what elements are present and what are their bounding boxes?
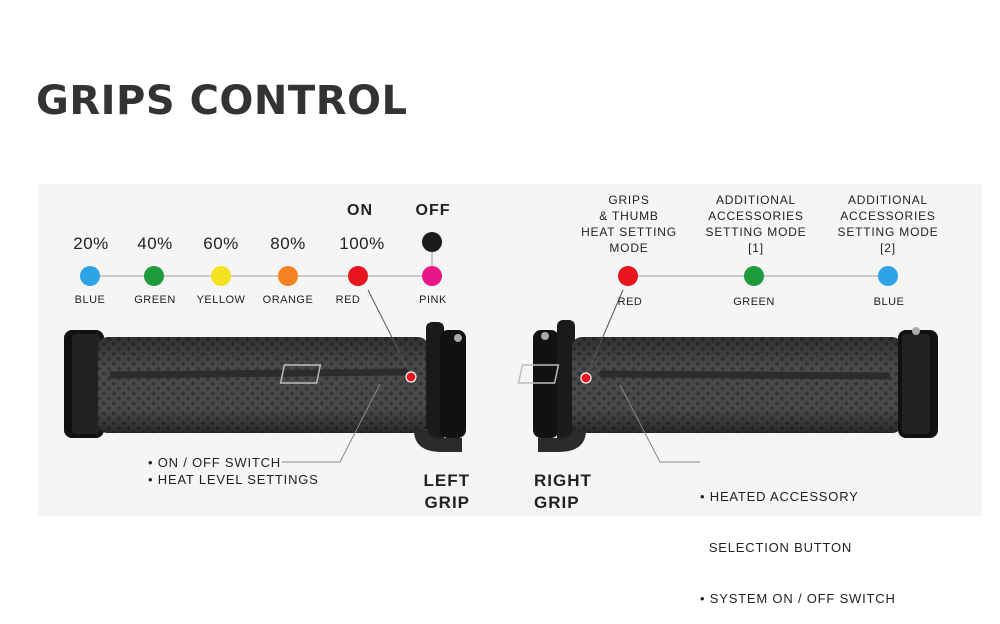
- right-note-leader: [619, 384, 700, 463]
- mode-color-name: RED: [617, 296, 643, 308]
- off-label: OFF: [415, 202, 451, 219]
- level-dot-orange: [278, 266, 298, 286]
- mode-label-line: GRIPS: [608, 193, 650, 207]
- mode-label-line: ACCESSORIES: [708, 209, 804, 223]
- left-grip-title: LEFT GRIP: [408, 470, 470, 514]
- level-percent: 40%: [137, 234, 173, 253]
- level-percent: 60%: [203, 234, 239, 253]
- mode-label-line: HEAT SETTING: [581, 225, 677, 239]
- page-title: GRIPS CONTROL: [36, 78, 408, 124]
- level-color-name: BLUE: [74, 294, 106, 306]
- level-dot-red: [348, 266, 368, 286]
- level-color-name: GREEN: [134, 294, 176, 306]
- level-color-name: ORANGE: [262, 294, 314, 306]
- mode-dot-red: [618, 266, 638, 286]
- level-color-name: YELLOW: [196, 294, 246, 306]
- mode-color-name: BLUE: [873, 296, 905, 308]
- mode-label-line: & THUMB: [599, 209, 659, 223]
- level-dot-blue: [80, 266, 100, 286]
- grip-title-line: GRIP: [534, 493, 580, 512]
- mode-label-line: ADDITIONAL: [715, 193, 796, 207]
- mode-dot-green: [744, 266, 764, 286]
- right-button-leader: [585, 289, 624, 377]
- right-grip-notes: • HEATED ACCESSORY SELECTION BUTTON • SY…: [700, 454, 896, 624]
- right-button-indicator: [580, 372, 592, 384]
- level-percent: 20%: [73, 234, 109, 253]
- level-percent: 100%: [339, 234, 385, 253]
- left-grip-notes: • ON / OFF SWITCH • HEAT LEVEL SETTINGS: [148, 454, 319, 488]
- mode-label-line: [2]: [880, 241, 896, 255]
- level-percent: 80%: [270, 234, 306, 253]
- off-dot: [422, 232, 442, 252]
- mode-dot-blue: [878, 266, 898, 286]
- note-line: • SYSTEM ON / OFF SWITCH: [700, 591, 896, 606]
- mode-label-line: [1]: [748, 241, 764, 255]
- grip-title-line: GRIP: [424, 493, 470, 512]
- grip-title-line: LEFT: [423, 471, 470, 490]
- on-label: ON: [347, 202, 373, 219]
- mode-color-name: GREEN: [733, 296, 775, 308]
- left-grip-image: [64, 322, 466, 452]
- mode-label-line: MODE: [609, 241, 649, 255]
- level-color-name: RED: [335, 294, 361, 306]
- note-line: • HEAT LEVEL SETTINGS: [148, 472, 319, 487]
- left-note-leader: [282, 383, 381, 463]
- note-line: SELECTION BUTTON: [700, 540, 853, 555]
- left-button-leader: [367, 289, 412, 376]
- mode-label-green: ADDITIONAL ACCESSORIES SETTING MODE [1]: [694, 192, 818, 256]
- level-dot-yellow: [211, 266, 231, 286]
- right-grip-image: [517, 320, 938, 452]
- mode-label-line: SETTING MODE: [837, 225, 939, 239]
- mode-label-line: ADDITIONAL: [847, 193, 928, 207]
- mode-label-line: ACCESSORIES: [840, 209, 936, 223]
- mode-label-blue: ADDITIONAL ACCESSORIES SETTING MODE [2]: [826, 192, 950, 256]
- note-line: • ON / OFF SWITCH: [148, 455, 281, 470]
- level-dot-pink: [422, 266, 442, 286]
- level-dot-green: [144, 266, 164, 286]
- right-grip-title: RIGHT GRIP: [534, 470, 604, 514]
- left-button-indicator: [405, 371, 417, 383]
- grips-illustration: [64, 232, 938, 463]
- note-line: • HEATED ACCESSORY: [700, 489, 859, 504]
- level-color-name: PINK: [419, 294, 447, 306]
- mode-label-red: GRIPS & THUMB HEAT SETTING MODE: [568, 192, 690, 256]
- mode-label-line: SETTING MODE: [705, 225, 807, 239]
- grip-title-line: RIGHT: [534, 471, 592, 490]
